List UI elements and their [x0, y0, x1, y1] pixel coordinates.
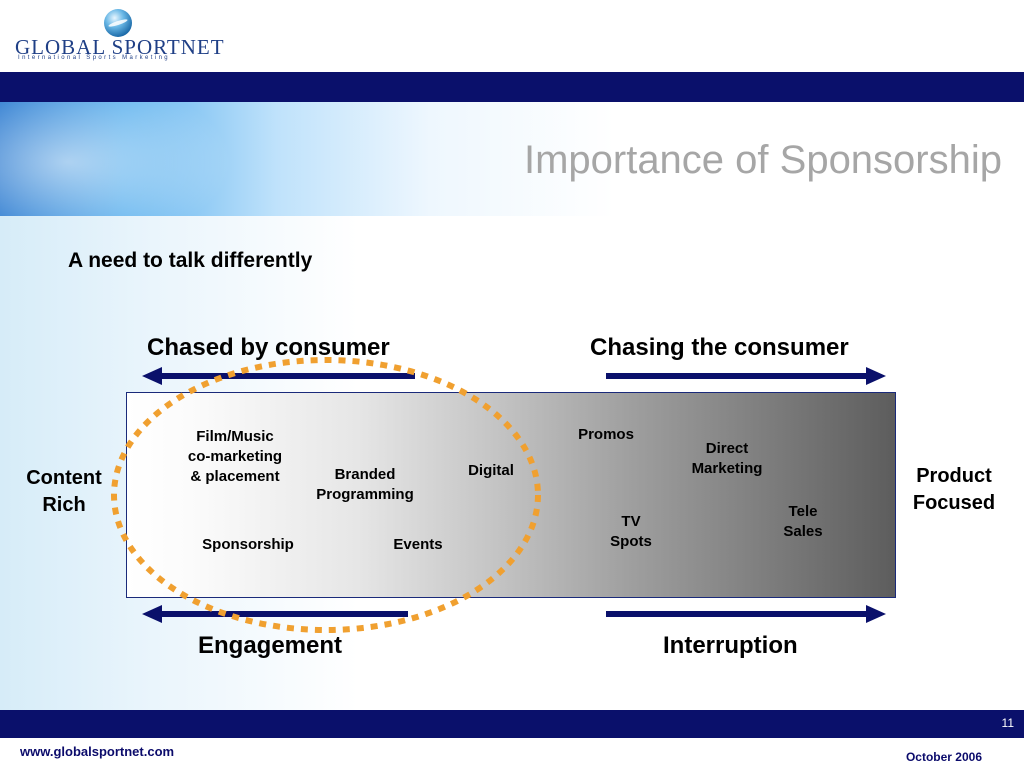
footer-date: October 2006 [905, 750, 982, 764]
label-chased-by-consumer: Chased by consumer [147, 334, 390, 361]
label-engagement: Engagement [198, 632, 343, 659]
item-branded-programming: Branded Programming [316, 466, 414, 503]
banner-glow [0, 102, 260, 216]
footer-url[interactable]: www.globalsportnet.com [20, 744, 175, 759]
logo-tagline: International Sports Marketing [18, 55, 171, 61]
label-product-focused: Product Focused [912, 465, 996, 514]
slide-subtitle: A need to talk differently [68, 249, 313, 272]
header-bar [0, 72, 1024, 102]
footer-bar [0, 710, 1024, 738]
item-tele-sales: Tele Sales [783, 503, 823, 540]
item-promos: Promos [578, 426, 634, 443]
spectrum-box [126, 392, 896, 598]
logo-name: GLOBAL SPORTNET [15, 35, 225, 59]
globe-icon [104, 9, 132, 37]
item-digital: Digital [468, 462, 514, 479]
banner-image [0, 102, 1024, 216]
logo-area: GLOBAL SPORTNET International Sports Mar… [0, 0, 1024, 72]
label-chasing-the-consumer: Chasing the consumer [590, 334, 849, 361]
item-tv-spots: TV Spots [610, 513, 652, 550]
item-events: Events [393, 536, 443, 553]
label-content-rich: Content Rich [26, 467, 102, 516]
item-sponsorship: Sponsorship [202, 536, 294, 553]
slide-title: Importance of Sponsorship [523, 138, 1002, 182]
page-number: 11 [1001, 716, 1014, 730]
label-interruption: Interruption [663, 632, 798, 659]
item-direct-marketing: Direct Marketing [691, 440, 763, 477]
item-film-music: Film/Music co-marketing & placement [187, 428, 283, 485]
